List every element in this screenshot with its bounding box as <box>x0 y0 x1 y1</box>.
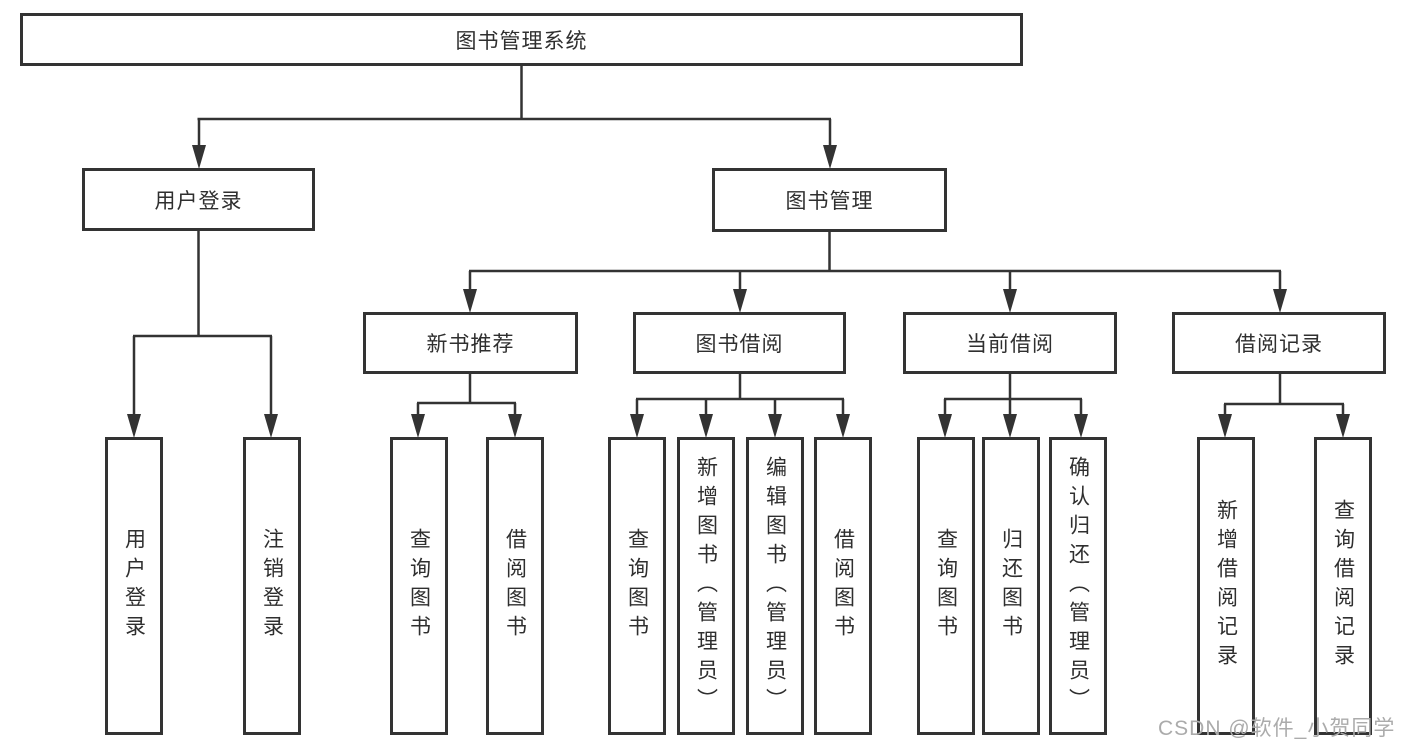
node-leaf-add-borrow-record: 新增借阅记录 <box>1197 437 1255 735</box>
node-book-borrowing: 图书借阅 <box>633 312 846 374</box>
node-label: 当前借阅 <box>966 333 1054 356</box>
node-label: 图书管理 <box>785 190 874 213</box>
node-leaf-query-books-2: 查询图书 <box>608 437 666 735</box>
node-new-book-recommend: 新书推荐 <box>363 312 578 374</box>
node-label: 用户登录 <box>154 189 243 213</box>
node-label: 查询图书 <box>934 528 958 644</box>
node-leaf-borrow-books-2: 借阅图书 <box>814 437 872 735</box>
node-leaf-query-books-3: 查询图书 <box>917 437 975 735</box>
node-label: 借阅记录 <box>1235 333 1323 356</box>
node-label: 查询图书 <box>407 528 431 644</box>
node-label: 归还图书 <box>999 528 1023 644</box>
node-leaf-logout: 注销登录 <box>243 437 301 735</box>
node-label: 借阅图书 <box>503 528 527 644</box>
node-leaf-query-books-1: 查询图书 <box>390 437 448 735</box>
node-label: 查询借阅记录 <box>1331 499 1355 673</box>
node-root-library-management-system: 图书管理系统 <box>20 13 1023 66</box>
node-label: 注销登录 <box>260 528 284 644</box>
node-label: 借阅图书 <box>831 528 855 644</box>
node-label: 图书借阅 <box>695 333 784 356</box>
node-label: 新增借阅记录 <box>1214 499 1238 673</box>
node-leaf-edit-books-admin: 编辑图书（管理员） <box>746 437 804 735</box>
node-label: 查询图书 <box>625 528 649 644</box>
node-leaf-add-books-admin: 新增图书（管理员） <box>677 437 735 735</box>
node-label: 编辑图书（管理员） <box>763 455 787 717</box>
node-user-login: 用户登录 <box>82 168 315 231</box>
node-leaf-return-books: 归还图书 <box>982 437 1040 735</box>
node-label: 用户登录 <box>122 528 146 644</box>
node-leaf-query-borrow-record: 查询借阅记录 <box>1314 437 1372 735</box>
node-label: 新书推荐 <box>426 333 515 356</box>
node-label: 确认归还（管理员） <box>1066 455 1090 717</box>
node-label: 新增图书（管理员） <box>694 455 718 717</box>
node-borrowing-records: 借阅记录 <box>1172 312 1386 374</box>
csdn-watermark: CSDN @软件_小贺同学 <box>1158 717 1396 740</box>
node-leaf-confirm-return-admin: 确认归还（管理员） <box>1049 437 1107 735</box>
node-label: 图书管理系统 <box>455 29 588 53</box>
node-leaf-user-login: 用户登录 <box>105 437 163 735</box>
node-book-management: 图书管理 <box>712 168 947 232</box>
node-current-borrowing: 当前借阅 <box>903 312 1117 374</box>
node-leaf-borrow-books-1: 借阅图书 <box>486 437 544 735</box>
